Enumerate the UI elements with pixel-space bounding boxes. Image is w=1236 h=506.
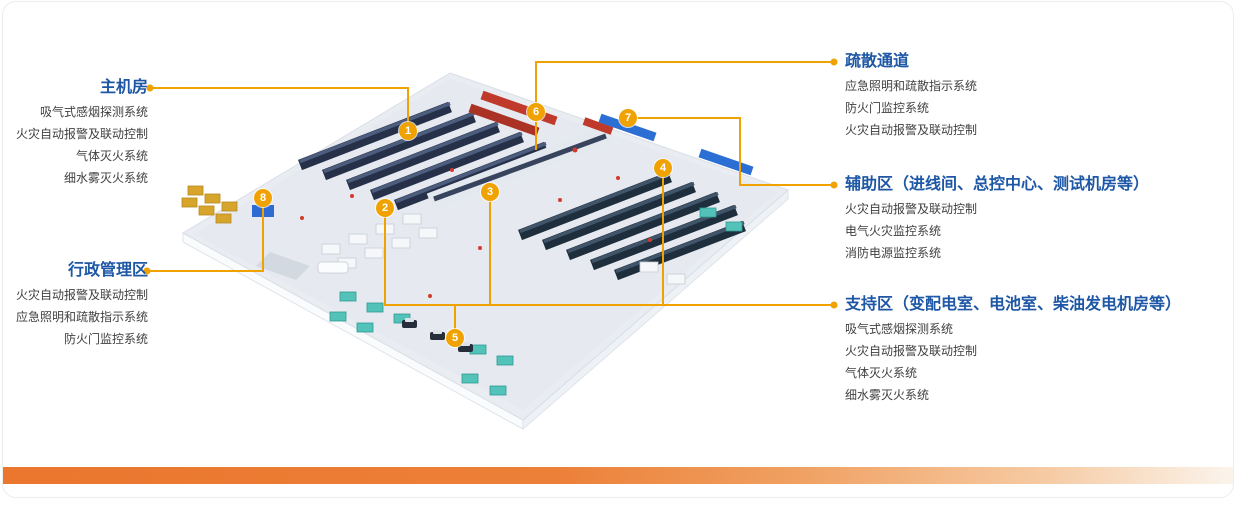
marker-2: 2	[376, 199, 394, 217]
marker-7: 7	[619, 109, 637, 127]
callout-item: 火灾自动报警及联动控制	[15, 127, 148, 141]
callout-item: 细水雾灭火系统	[63, 171, 148, 185]
callout-evacuation: 疏散通道 应急照明和疏散指示系统 防火门监控系统 火灾自动报警及联动控制	[845, 53, 1235, 141]
callout-item: 防火门监控系统	[845, 101, 930, 115]
callout-title-auxiliary: 辅助区（进线间、总控中心、测试机房等）	[845, 176, 1150, 193]
containment-corridor	[426, 124, 614, 211]
bottom-accent-bar	[3, 467, 1233, 484]
marker-4: 4	[654, 159, 672, 177]
callout-item: 细水雾灭火系统	[845, 388, 930, 402]
callout-item: 防火门监控系统	[63, 332, 148, 346]
marker-6: 6	[527, 103, 545, 121]
marker-8: 8	[254, 189, 272, 207]
callout-auxiliary: 辅助区（进线间、总控中心、测试机房等） 火灾自动报警及联动控制 电气火灾监控系统…	[845, 176, 1235, 264]
blue-signage	[252, 113, 754, 217]
cooling-units	[329, 207, 743, 396]
callout-item: 消防电源监控系统	[845, 246, 942, 260]
callout-item: 吸气式感烟探测系统	[845, 322, 954, 336]
connector-main-room	[150, 87, 409, 131]
callout-support: 支持区（变配电室、电池室、柴油发电机房等） 吸气式感烟探测系统 火灾自动报警及联…	[845, 296, 1235, 406]
callout-main-room: 主机房 吸气式感烟探测系统 火灾自动报警及联动控制 气体灭火系统 细水雾灭火系统	[0, 79, 148, 189]
callout-title-admin-area: 行政管理区	[67, 262, 148, 279]
callout-item: 应急照明和疏散指示系统	[845, 79, 978, 93]
pallet-stacks	[181, 185, 238, 224]
callout-title-main-room: 主机房	[99, 79, 148, 96]
callout-item: 火灾自动报警及联动控制	[845, 202, 978, 216]
connector-support-trunk	[384, 208, 834, 306]
callout-item: 火灾自动报警及联动控制	[845, 344, 978, 358]
connector-auxiliary	[628, 117, 834, 186]
callout-item: 火灾自动报警及联动控制	[845, 123, 978, 137]
connector-admin-area	[147, 198, 264, 272]
marker-3: 3	[481, 183, 499, 201]
callout-admin-area: 行政管理区 火灾自动报警及联动控制 应急照明和疏散指示系统 防火门监控系统	[0, 262, 148, 350]
callout-item: 火灾自动报警及联动控制	[15, 288, 148, 302]
callout-item: 气体灭火系统	[75, 149, 148, 163]
raised-floor	[181, 72, 789, 431]
connector-end-dots	[143, 58, 838, 309]
callout-item: 电气火灾监控系统	[845, 224, 942, 238]
vehicles	[317, 261, 473, 352]
marker-1: 1	[399, 122, 417, 140]
entrance-structure	[256, 252, 310, 280]
marker-5: 5	[446, 329, 464, 347]
callout-item: 气体灭火系统	[845, 366, 918, 380]
callout-title-support: 支持区（变配电室、电池室、柴油发电机房等）	[845, 296, 1182, 313]
callout-item: 应急照明和疏散指示系统	[15, 310, 148, 324]
callout-item: 吸气式感烟探测系统	[39, 105, 148, 119]
connector-evacuation	[535, 61, 834, 150]
floor-markers-red	[300, 147, 652, 298]
callout-title-evacuation: 疏散通道	[845, 53, 910, 70]
